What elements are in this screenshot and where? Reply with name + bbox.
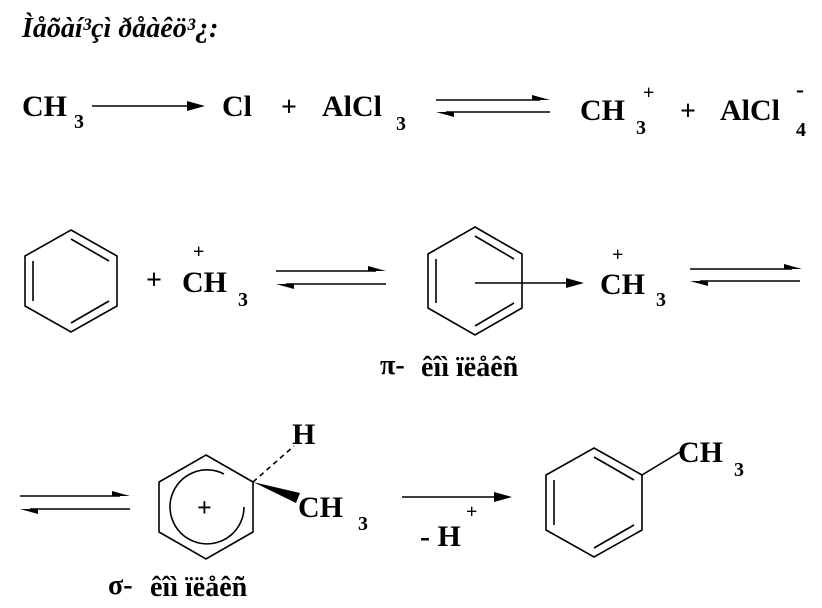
deprotonation-arrowhead bbox=[494, 492, 512, 502]
pi-complex-label-text: êîì ïëåêñ bbox=[421, 352, 519, 383]
methyl-cation: CH bbox=[182, 266, 227, 299]
methyl-cation-charge: + bbox=[643, 82, 654, 104]
complexed-methyl-cation: CH bbox=[600, 268, 645, 301]
anion-subscript: 4 bbox=[796, 119, 806, 141]
proton-loss-label: - H bbox=[420, 520, 461, 553]
toluene-methyl-group: CH bbox=[678, 436, 723, 469]
sigma-complex-ring: + bbox=[158, 454, 254, 560]
bond-cleavage-arrowhead bbox=[187, 101, 205, 111]
ring-positive-charge: + bbox=[197, 493, 212, 522]
toluene-methyl-subscript: 3 bbox=[734, 459, 744, 481]
reaction-step-2: + + CH 3 + CH 3 π- êîì ïëåêñ bbox=[24, 226, 802, 383]
pi-complex-label: π- bbox=[380, 350, 405, 381]
chlorine-atom: Cl bbox=[222, 90, 252, 123]
wedge-bond-to-methyl bbox=[253, 482, 300, 503]
proton-charge: + bbox=[466, 501, 477, 523]
plus-sign: + bbox=[146, 265, 162, 296]
complexed-methyl-charge: + bbox=[612, 244, 623, 266]
equilibrium-arrows bbox=[276, 266, 386, 289]
pi-complex-benzene-ring bbox=[427, 226, 523, 336]
plus-sign: + bbox=[281, 92, 297, 123]
sigma-complex-label-text: êîì ïëåêñ bbox=[150, 572, 248, 603]
sigma-complex-label: σ- bbox=[108, 570, 133, 601]
reaction-step-3: + H CH 3 - H + CH 3 σ- êîì ïëåêñ bbox=[20, 418, 744, 603]
methyl-bond bbox=[641, 451, 681, 476]
aluminium-chloride: AlCl bbox=[322, 90, 382, 123]
methyl-cation-charge: + bbox=[193, 241, 204, 263]
sigma-methyl-subscript: 3 bbox=[358, 513, 368, 535]
ch3-group: CH bbox=[22, 90, 67, 123]
methyl-cation-subscript: 3 bbox=[238, 289, 248, 311]
ch3-subscript: 3 bbox=[74, 111, 84, 133]
tetrachloroaluminate-anion: AlCl bbox=[720, 94, 780, 127]
mechanism-title: Ìåõàí³çì ðåàêö³¿: bbox=[21, 13, 218, 44]
hydrogen-atom: H bbox=[292, 418, 315, 451]
dashed-bond-to-hydrogen bbox=[252, 445, 295, 483]
equilibrium-arrows bbox=[436, 95, 550, 117]
complexed-methyl-subscript: 3 bbox=[656, 289, 666, 311]
anion-charge: - bbox=[796, 77, 804, 103]
benzene-ring bbox=[24, 229, 118, 333]
pi-interaction-arrowhead bbox=[566, 278, 584, 288]
reaction-step-1: CH 3 Cl + AlCl 3 CH 3 + + AlCl 4 - bbox=[22, 77, 806, 141]
toluene-ring bbox=[545, 447, 643, 558]
methyl-cation-subscript: 3 bbox=[636, 117, 646, 139]
sigma-methyl-group: CH bbox=[298, 491, 343, 524]
alcl3-subscript: 3 bbox=[396, 113, 406, 135]
plus-sign: + bbox=[680, 96, 696, 127]
methyl-cation: CH bbox=[580, 94, 625, 127]
equilibrium-arrows bbox=[20, 491, 130, 514]
equilibrium-arrows bbox=[690, 264, 802, 286]
